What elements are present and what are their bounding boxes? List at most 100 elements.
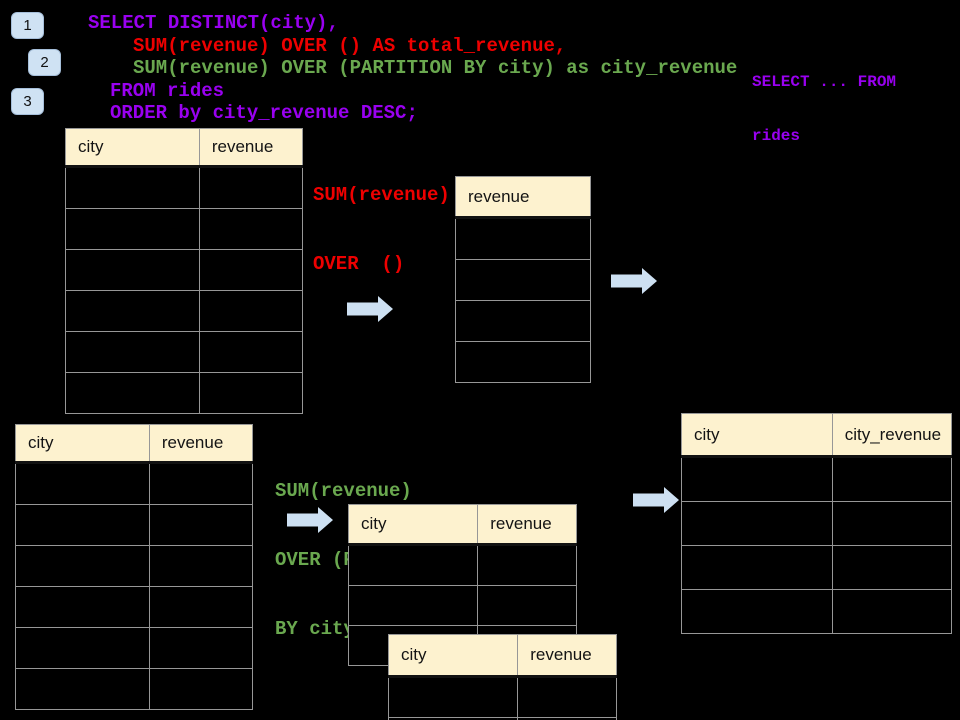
table-row (15, 504, 254, 546)
empty-cell (198, 208, 304, 250)
column-header: revenue (517, 634, 617, 678)
empty-cell (455, 300, 591, 342)
empty-cell (198, 166, 304, 209)
table-row (455, 341, 591, 383)
sql-line-from: FROM rides (110, 80, 225, 102)
step-badge-3: 3 (11, 88, 44, 115)
table-header-row: revenue (455, 176, 591, 219)
table-row (347, 585, 577, 626)
empty-cell (831, 545, 953, 590)
empty-cell (148, 668, 254, 710)
empty-cell (65, 372, 200, 414)
empty-cell (148, 545, 254, 587)
annotation-total-revenue: SUM(revenue) OVER () (313, 138, 450, 322)
empty-cell (148, 504, 254, 546)
column-header: revenue (148, 424, 254, 464)
empty-cell (347, 544, 479, 586)
arrow-right-icon (633, 487, 679, 513)
annotation-line: rides (752, 127, 801, 145)
empty-cell (15, 627, 150, 669)
total-revenue-result-table: revenue (455, 176, 591, 383)
annotation-line: SUM(revenue) (313, 184, 450, 206)
column-header: city (387, 634, 519, 678)
empty-cell (387, 676, 519, 718)
table-row (15, 627, 254, 669)
table-row (387, 676, 617, 718)
empty-cell (148, 462, 254, 505)
table-row (65, 166, 304, 209)
table-row (681, 545, 953, 590)
empty-cell (65, 208, 200, 250)
table-row (15, 586, 254, 628)
table-row (681, 456, 953, 502)
empty-cell (831, 501, 953, 546)
table-row (15, 668, 254, 710)
table-row (347, 544, 577, 586)
table-row (455, 217, 591, 260)
table-row (65, 331, 304, 373)
empty-cell (681, 501, 833, 546)
annotation-line: OVER () (313, 253, 405, 275)
empty-cell (65, 249, 200, 291)
empty-cell (148, 586, 254, 628)
column-header: city (681, 413, 833, 458)
empty-cell (198, 372, 304, 414)
column-header: revenue (198, 128, 304, 168)
empty-cell (198, 249, 304, 291)
column-header: revenue (455, 176, 591, 219)
column-header: city (347, 504, 479, 546)
empty-cell (455, 259, 591, 301)
empty-cell (477, 544, 577, 586)
column-header: revenue (477, 504, 577, 546)
empty-cell (681, 545, 833, 590)
empty-cell (15, 462, 150, 505)
annotation-line: SUM(revenue) (275, 480, 412, 502)
empty-cell (15, 545, 150, 587)
sql-line-total-revenue: SUM(revenue) OVER () AS total_revenue, (133, 35, 567, 57)
column-header: city (65, 128, 200, 168)
table-row (387, 717, 617, 720)
sql-line-select: SELECT DISTINCT(city), (88, 12, 339, 34)
annotation-from-clause: SELECT ... FROM rides (752, 37, 896, 181)
arrow-right-icon (347, 296, 393, 322)
empty-cell (455, 341, 591, 383)
step-badge-2: 2 (28, 49, 61, 76)
empty-cell (15, 504, 150, 546)
annotation-line: SELECT ... FROM (752, 73, 897, 91)
empty-cell (148, 627, 254, 669)
table-row (681, 501, 953, 546)
column-header: city (15, 424, 150, 464)
table-row (455, 259, 591, 301)
empty-cell (831, 589, 953, 634)
table-row (455, 300, 591, 342)
table-row (681, 589, 953, 634)
table-row (65, 208, 304, 250)
table-row (65, 372, 304, 414)
empty-cell (831, 456, 953, 502)
empty-cell (455, 217, 591, 260)
step-badge-1: 1 (11, 12, 44, 39)
sql-line-city-revenue: SUM(revenue) OVER (PARTITION BY city) as… (133, 57, 738, 79)
empty-cell (517, 676, 617, 718)
empty-cell (517, 717, 617, 720)
empty-cell (15, 668, 150, 710)
arrow-right-icon (611, 268, 657, 294)
arrow-right-icon (287, 507, 333, 533)
empty-cell (65, 290, 200, 332)
empty-cell (65, 331, 200, 373)
empty-cell (477, 585, 577, 626)
empty-cell (681, 589, 833, 634)
empty-cell (65, 166, 200, 209)
empty-cell (15, 586, 150, 628)
table-row (15, 462, 254, 505)
